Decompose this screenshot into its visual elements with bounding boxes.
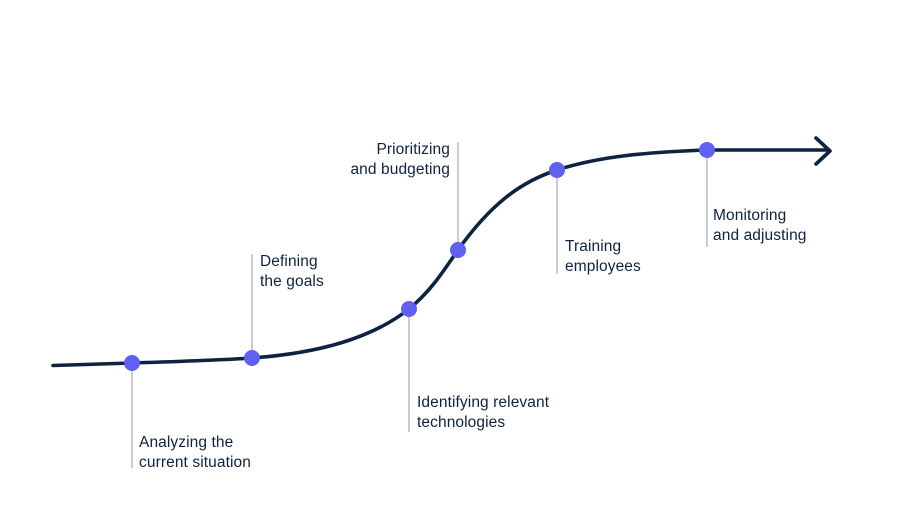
step-marker-3 [401, 301, 417, 317]
step-marker-2 [244, 350, 260, 366]
step-label-line2: employees [565, 258, 641, 275]
step-label-training: Training employees [565, 237, 641, 277]
step-marker-6 [699, 142, 715, 158]
step-label-line1: Prioritizing [376, 141, 450, 158]
step-label-analyzing: Analyzing the current situation [139, 433, 251, 473]
step-label-prioritizing: Prioritizing and budgeting [350, 140, 450, 180]
step-label-monitoring: Monitoring and adjusting [713, 206, 807, 246]
step-label-defining: Defining the goals [260, 252, 324, 292]
step-marker-4 [450, 242, 466, 258]
leader-lines [131, 142, 708, 468]
step-marker-5 [549, 162, 565, 178]
step-label-line1: Identifying relevant [417, 394, 550, 411]
step-label-line1: Monitoring [713, 207, 787, 224]
step-markers [124, 142, 715, 371]
growth-curve [51, 148, 830, 368]
step-label-line1: Defining [260, 253, 318, 270]
step-label-line2: and budgeting [350, 161, 450, 178]
step-label-line1: Training [565, 238, 622, 255]
step-label-line1: Analyzing the [139, 434, 234, 451]
arrow-right-icon [814, 136, 832, 166]
step-label-line2: and adjusting [713, 227, 807, 244]
step-label-line2: current situation [139, 454, 251, 471]
step-label-line2: technologies [417, 414, 506, 431]
step-label-line2: the goals [260, 273, 324, 290]
step-label-identifying: Identifying relevant technologies [417, 393, 549, 433]
step-marker-1 [124, 355, 140, 371]
